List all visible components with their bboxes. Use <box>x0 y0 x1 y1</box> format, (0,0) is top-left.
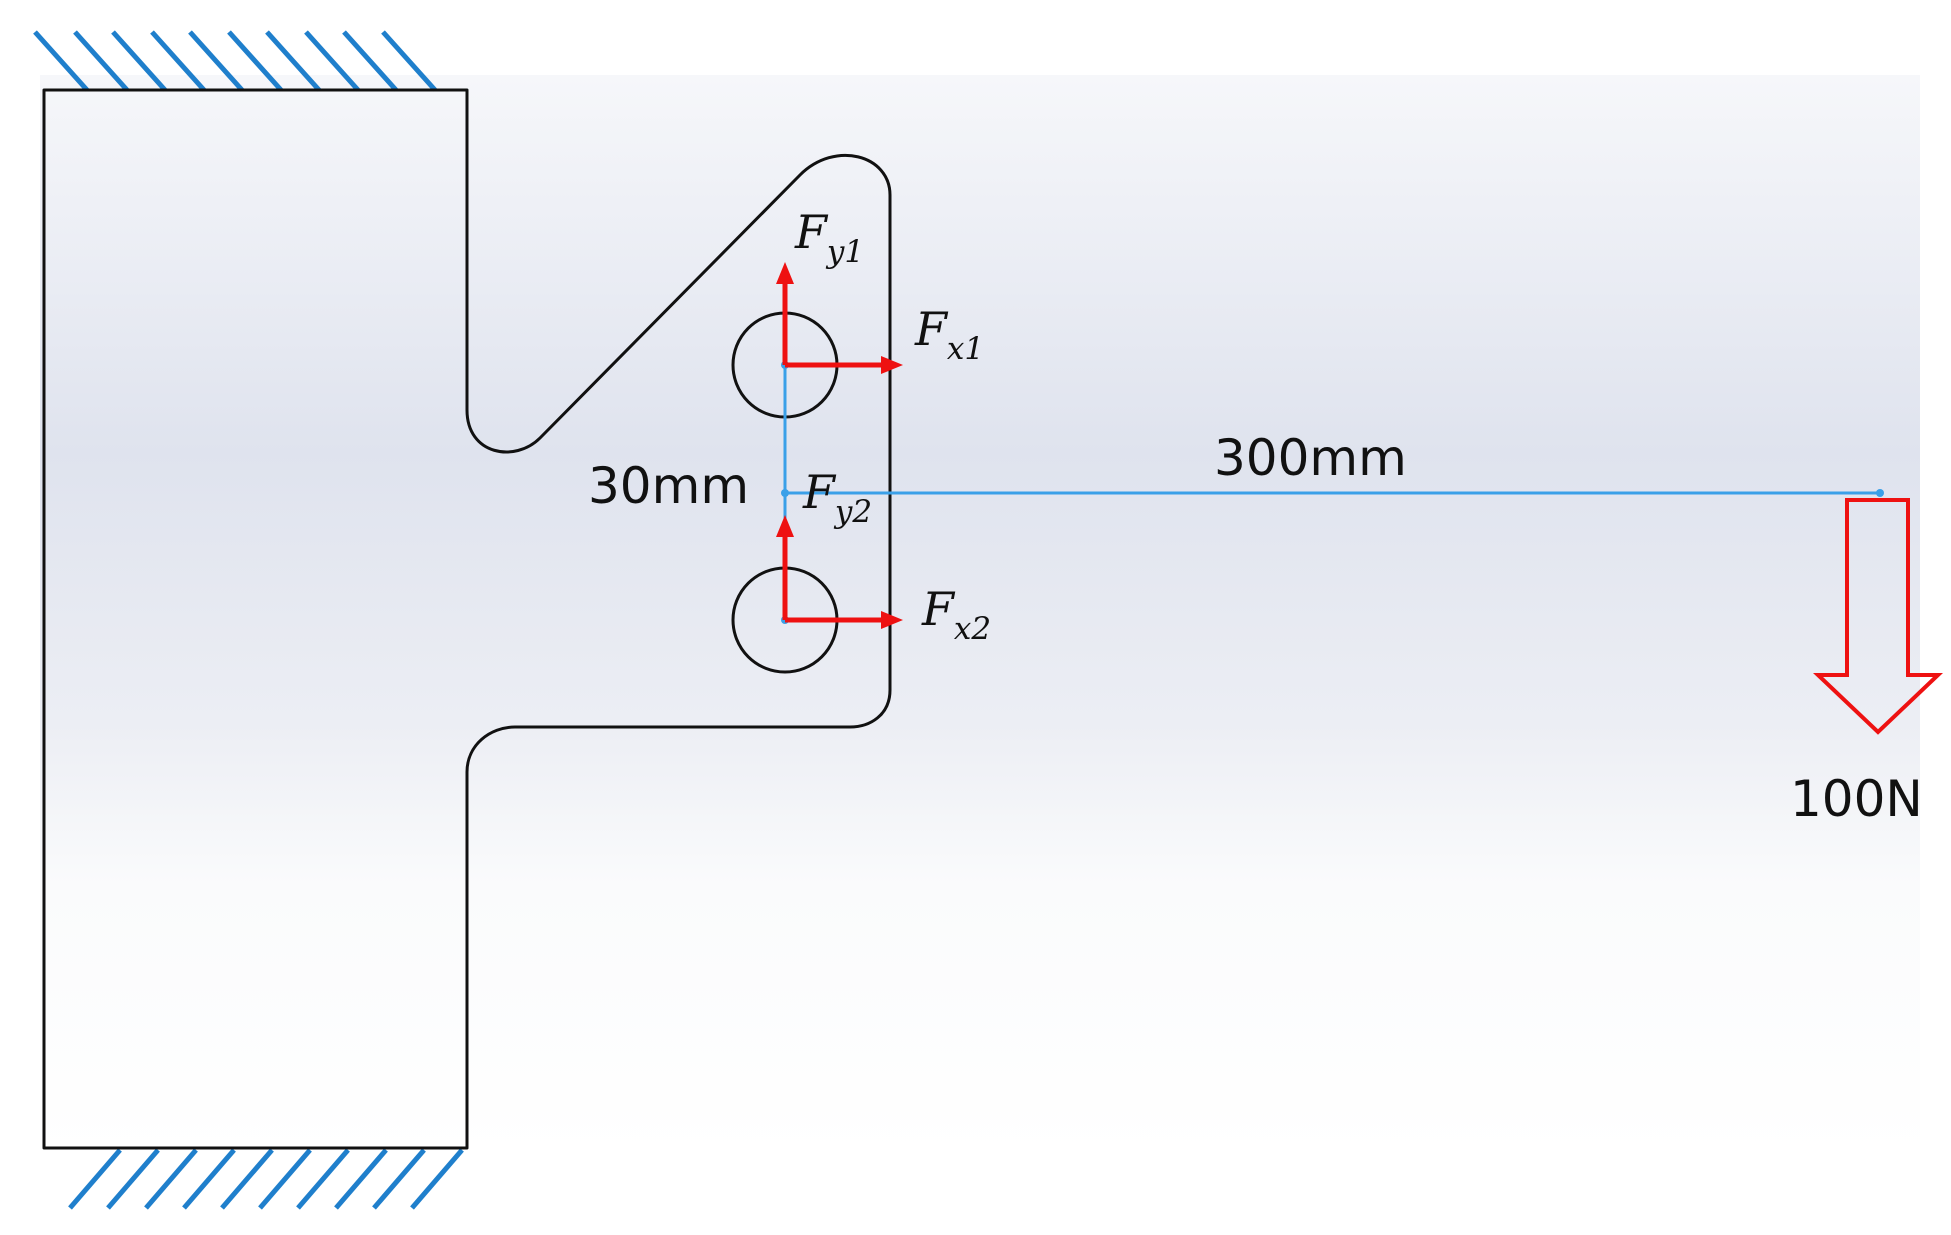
centroid-point <box>781 489 789 497</box>
fy2-arrow <box>776 515 794 620</box>
bottom-fixed-support-hatch <box>68 1148 464 1210</box>
bolt-spacing-label: 30mm <box>588 457 749 515</box>
fx2-arrow <box>785 611 903 629</box>
fx1-arrow <box>785 356 903 374</box>
top-fixed-support-hatch <box>33 30 437 92</box>
fy1-arrow <box>776 262 794 365</box>
fx2-label: Fx2 <box>921 582 991 647</box>
background-panel <box>40 75 1920 1155</box>
fy1-label: Fy1 <box>794 205 864 270</box>
load-label: 100N <box>1790 770 1923 828</box>
load-point <box>1876 489 1884 497</box>
fx1-label: Fx1 <box>914 302 984 367</box>
load-arrow <box>1812 498 1944 735</box>
bracket-outline <box>42 88 892 1150</box>
lever-length-label: 300mm <box>1214 429 1407 487</box>
fy2-label: Fy2 <box>802 465 872 530</box>
